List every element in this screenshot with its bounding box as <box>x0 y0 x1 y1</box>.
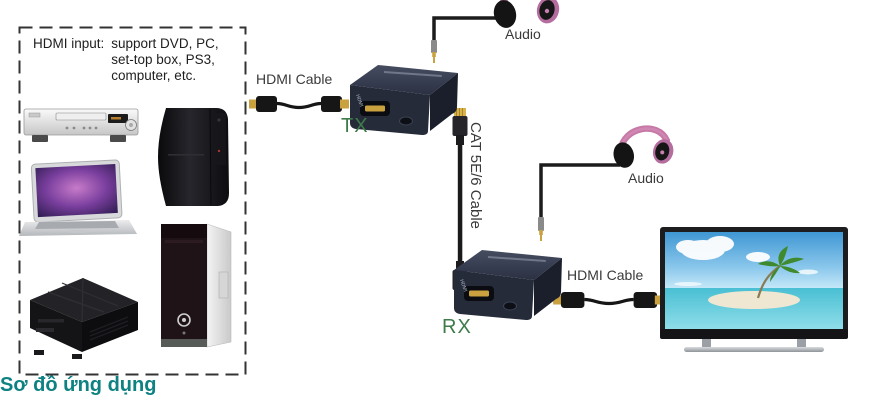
hdmi-input-line3: computer, etc. <box>111 68 197 83</box>
tx-audio-label: Audio <box>505 26 541 42</box>
hdmi-input-prefix: HDMI input: <box>33 36 105 51</box>
tx-headphones-icon <box>493 0 560 28</box>
tx-audio-cable-image <box>431 16 510 63</box>
hdmi-cable-right-label: HDMI Cable <box>567 267 644 283</box>
dvd-player-image <box>23 108 139 142</box>
set-top-box-image <box>30 277 138 359</box>
tv-image <box>660 227 848 352</box>
rx-audio-label: Audio <box>628 170 664 186</box>
hdmi-cable-left-label: HDMI Cable <box>256 71 333 87</box>
rx-headphones-icon <box>613 125 674 168</box>
hdmi-input-dashed-border <box>18 26 247 376</box>
hdmi-cable-left-image <box>249 96 349 112</box>
tower-pc-image <box>161 223 232 348</box>
tx-extender-image: HDMI <box>350 65 458 135</box>
hdmi-input-line1: support DVD, PC, <box>111 36 219 51</box>
hdmi-cable-right-image <box>553 292 665 308</box>
tx-label: TX <box>341 115 369 137</box>
rx-brand-text: HDMI <box>458 279 468 293</box>
laptop-image <box>19 159 137 236</box>
ps3-console-image <box>158 108 229 206</box>
cat-cable-label: CAT 5E/6 Cable <box>467 122 484 229</box>
rx-extender-image: HDMI <box>454 250 562 320</box>
diagram-caption: Sơ đồ ứng dụng <box>0 374 157 396</box>
hdmi-input-line2: set-top box, PS3, <box>111 52 215 67</box>
rx-audio-cable-image <box>538 163 620 241</box>
hdmi-input-caption: HDMI input: support DVD, PC, set-top box… <box>33 36 219 84</box>
tx-brand-text: HDMI <box>354 94 364 108</box>
hdmi-input-lines: support DVD, PC, set-top box, PS3, compu… <box>111 36 218 84</box>
rx-label: RX <box>442 316 472 338</box>
